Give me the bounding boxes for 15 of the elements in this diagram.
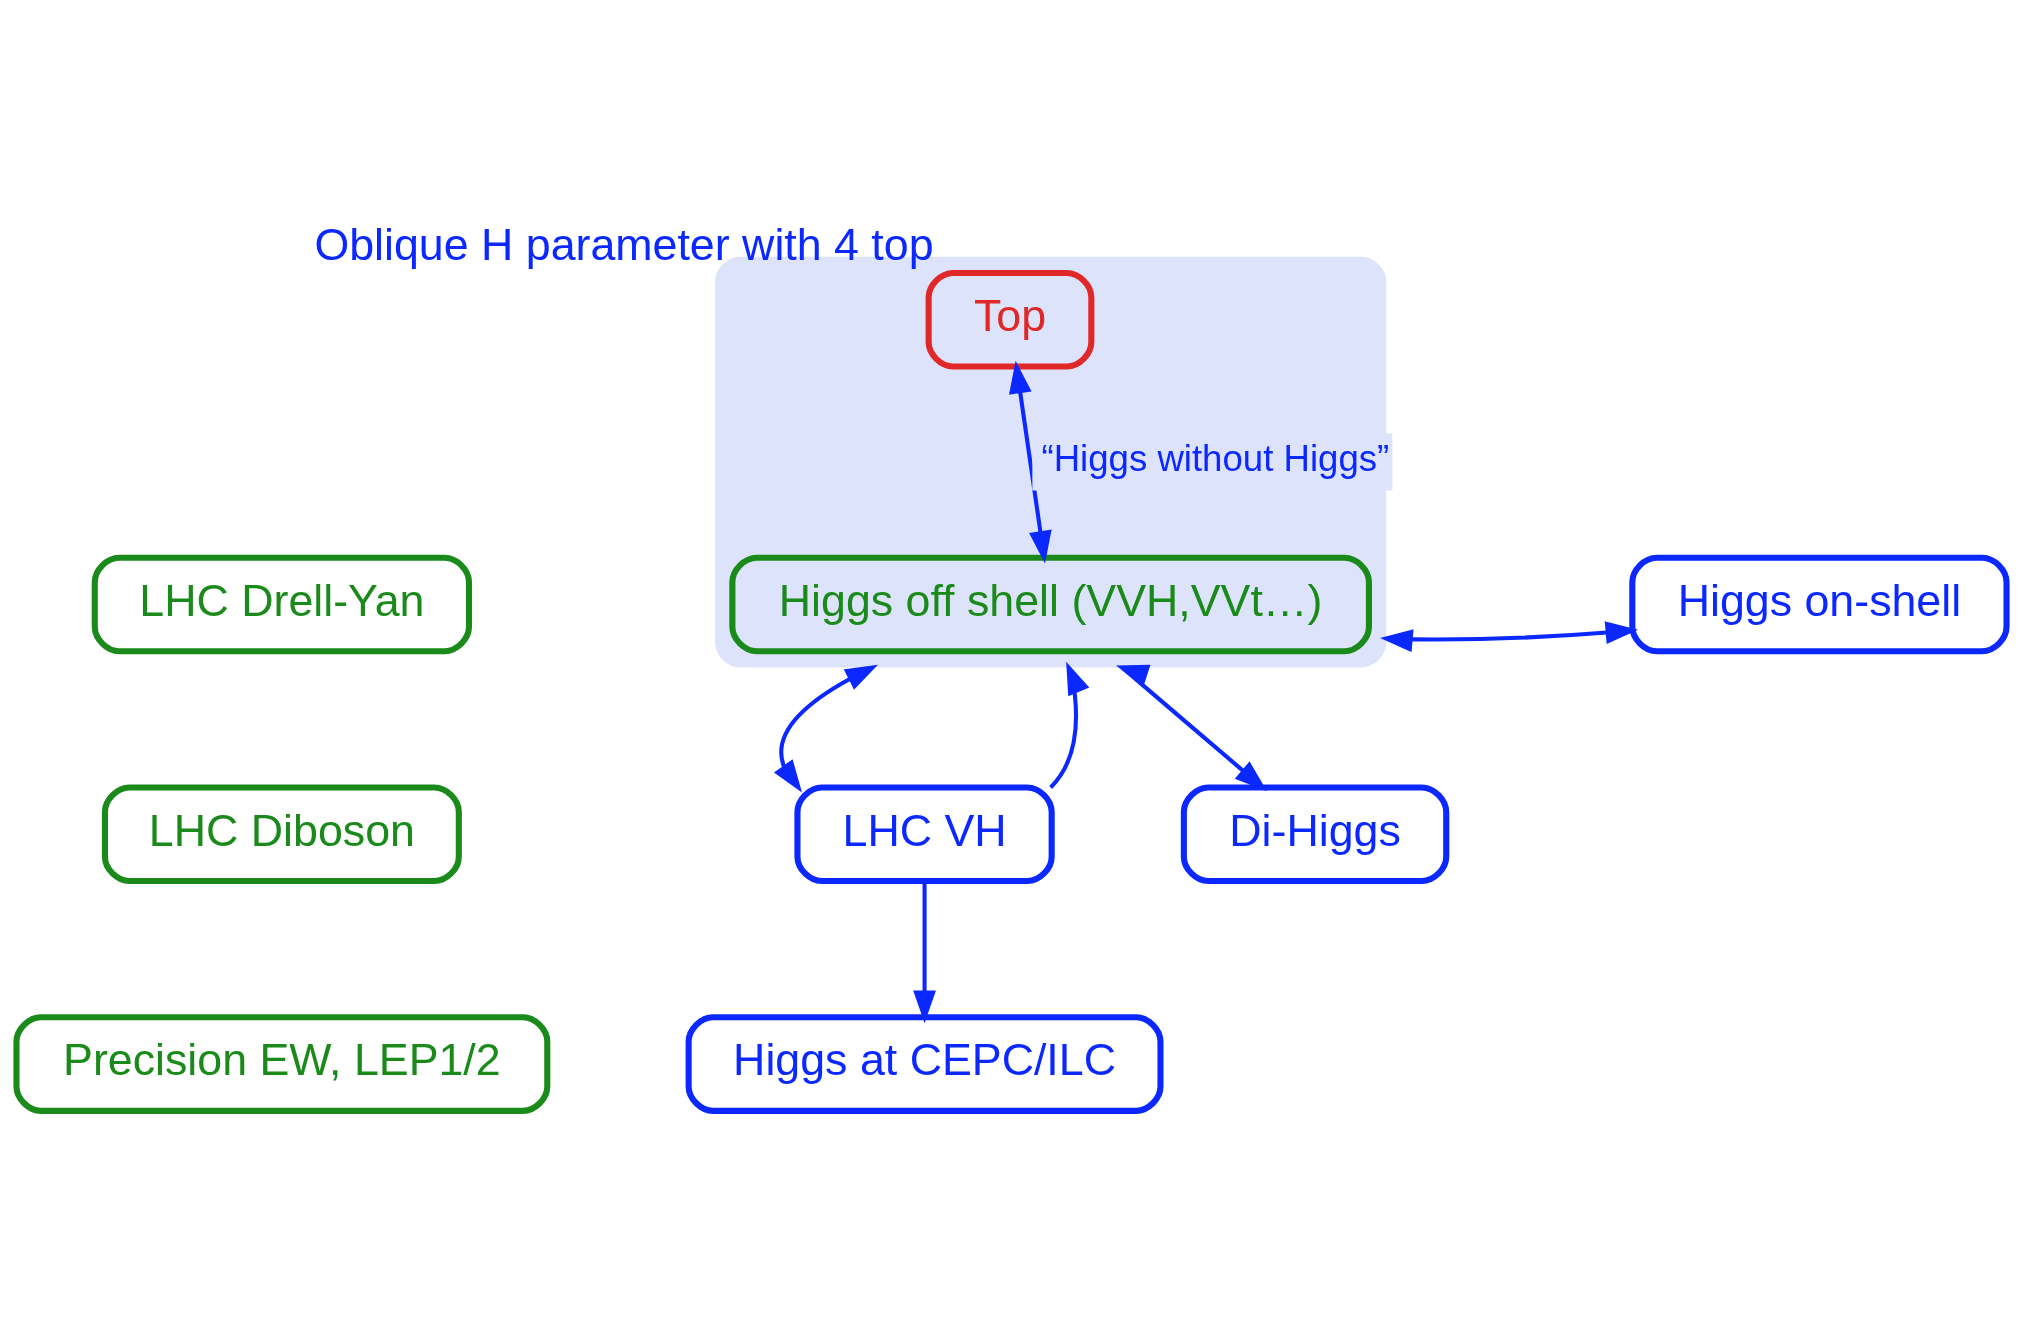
node-box: Higgs at CEPC/ILC xyxy=(685,1013,1164,1114)
arrow xyxy=(773,664,878,793)
edge-label: “Higgs without Higgs” xyxy=(1041,437,1390,479)
node-label: Oblique H parameter with 4 top xyxy=(314,218,934,269)
node-box: Higgs on-shell xyxy=(1629,554,2010,654)
node-box: LHC Diboson xyxy=(101,783,462,884)
node-box: Precision EW, LEP1/2 xyxy=(13,1013,551,1114)
arrow xyxy=(1009,360,1052,564)
arrow xyxy=(1115,664,1267,791)
arrow xyxy=(1380,620,1639,652)
node-box: Di-Higgs xyxy=(1180,783,1450,884)
node-box: LHC Drell-Yan xyxy=(91,554,473,654)
node-box: Top xyxy=(925,269,1095,370)
node-box: Higgs off shell (VVH,VVt…) xyxy=(729,554,1372,654)
node-box: LHC VH xyxy=(794,783,1055,884)
